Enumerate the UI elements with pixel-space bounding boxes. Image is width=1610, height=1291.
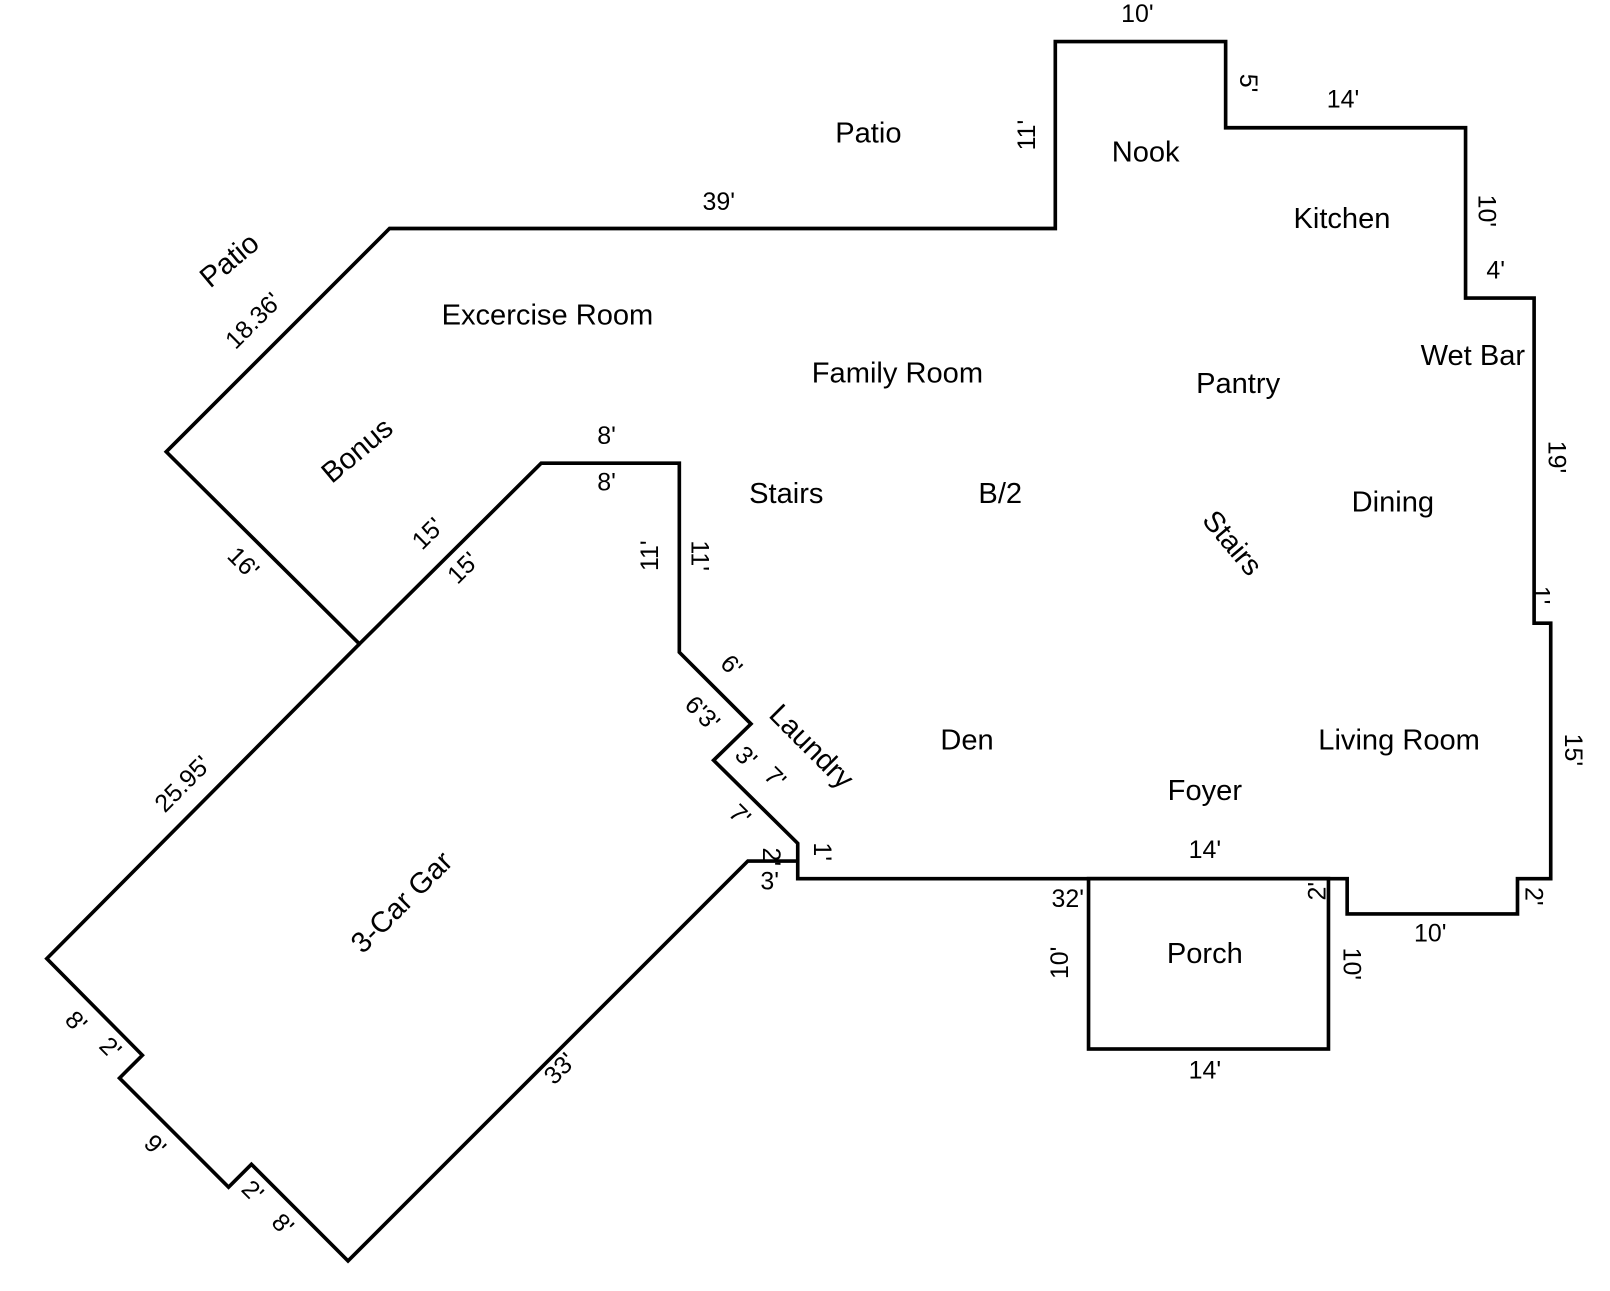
dimension-label: 25.95' [149,751,216,818]
dimension-label: 3' [760,867,779,895]
house-outline [163,39,1553,916]
room-label: Patio [835,118,901,150]
dimension-label: 7' [723,799,756,832]
room-label: Patio [194,227,265,294]
dimension-label: 10' [1414,919,1446,947]
dimension-label: 8' [597,422,616,450]
dimension-label: 10' [1338,948,1366,980]
garage-outline [44,642,798,1264]
dimension-label: 10' [1121,0,1153,28]
dimension-label: 14' [1189,1056,1221,1084]
dimension-label: 11' [685,540,713,571]
dimension-label: 39' [703,188,735,216]
dimension-label: 11' [1013,120,1041,151]
porch-outline [1086,876,1331,1051]
room-label: Pantry [1196,368,1281,400]
room-label: Porch [1167,938,1243,970]
dimension-label: 14' [1189,836,1221,864]
dimension-label: 32' [1052,885,1084,913]
dimension-label: 2' [757,848,785,867]
room-label: Family Room [812,358,983,390]
dimension-labels: 10' 5' 14' 11' 39' 10' 4' 18.36' 19' 8' 8' 16' 15' 15… [59,0,1587,1241]
dimension-label: 8' [597,469,616,497]
dimension-label: 33' [539,1047,582,1090]
dimension-label: 3' [729,741,762,774]
room-label: Nook [1112,136,1180,168]
dimension-label: 2' [1304,882,1332,901]
dimension-label: 15' [407,513,450,556]
room-label: Stairs [1196,505,1268,583]
room-label: Bonus [316,412,400,490]
dimension-label: 7' [758,761,791,794]
dimension-label: 2' [1519,887,1547,906]
dimension-label: 8' [266,1208,299,1241]
room-label: Foyer [1168,775,1243,807]
dimension-label: 8' [59,1006,92,1039]
dimension-label: 6'3' [679,691,725,737]
dimension-label: 16' [222,542,265,585]
dimension-label: 5' [1234,74,1262,93]
room-label: Dining [1352,486,1434,518]
dimension-label: 18.36' [220,287,287,354]
dimension-label: 4' [1486,257,1505,285]
dimension-label: 15' [1559,734,1587,766]
dimension-label: 10' [1046,947,1074,979]
room-label: 3-Car Gar [345,845,459,959]
dimension-label: 9' [138,1129,171,1162]
dimension-label: 11' [636,540,664,571]
dimension-label: 2' [236,1175,269,1208]
room-label: Kitchen [1293,203,1390,235]
dimension-label: 1' [1527,586,1555,605]
dimension-label: 6' [715,649,748,682]
room-label: Stairs [749,478,823,510]
dimension-label: 10' [1473,195,1501,227]
room-label: Den [940,724,993,756]
room-label: Wet Bar [1421,340,1526,372]
room-label: Excercise Room [442,299,654,331]
room-label: B/2 [978,478,1022,510]
dimension-label: 14' [1327,85,1359,113]
dimension-label: 1' [808,842,836,861]
room-label: Living Room [1318,724,1480,756]
dimension-label: 19' [1542,441,1570,473]
